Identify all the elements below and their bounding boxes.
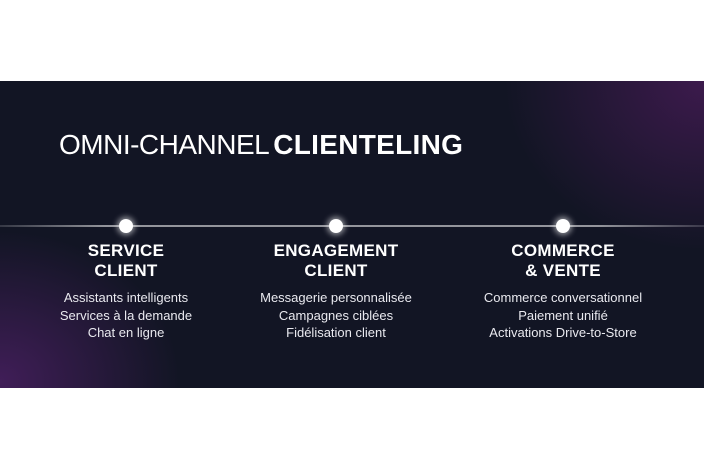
column-service-client: SERVICE CLIENT Assistants intelligents S… <box>16 241 236 342</box>
title-bold: CLIENTELING <box>273 129 464 160</box>
column-heading-line2: CLIENT <box>304 261 368 280</box>
column-engagement-client: ENGAGEMENT CLIENT Messagerie personnalis… <box>226 241 446 342</box>
list-item: Assistants intelligents <box>63 290 189 305</box>
column-heading-line1: ENGAGEMENT <box>273 241 399 260</box>
list-item: Campagnes ciblées <box>278 307 394 323</box>
column-item-list: Assistants intelligents Services à la de… <box>16 289 236 342</box>
list-item: Fidélisation client <box>286 325 386 340</box>
column-item-list: Messagerie personnalisée Campagnes ciblé… <box>226 289 446 342</box>
column-heading-line2: & VENTE <box>525 261 601 280</box>
list-item: Paiement unifié <box>518 307 608 323</box>
list-item: Services à la demande <box>59 307 193 323</box>
title-light: OMNI-CHANNEL <box>59 129 270 160</box>
list-item: Chat en ligne <box>87 325 165 340</box>
column-item-list: Commerce conversationnel Paiement unifié… <box>453 289 673 342</box>
timeline-dot-engagement <box>329 219 343 233</box>
column-heading: ENGAGEMENT CLIENT <box>226 241 446 281</box>
timeline-dot-commerce <box>556 219 570 233</box>
list-item: Activations Drive-to-Store <box>489 325 637 340</box>
column-heading: COMMERCE & VENTE <box>453 241 673 281</box>
column-heading-line1: COMMERCE <box>511 241 615 260</box>
timeline-line <box>0 225 704 227</box>
list-item: Messagerie personnalisée <box>260 290 412 305</box>
column-commerce-vente: COMMERCE & VENTE Commerce conversationne… <box>453 241 673 342</box>
column-heading-line1: SERVICE <box>87 241 165 260</box>
list-item: Commerce conversationnel <box>483 290 643 305</box>
column-heading: SERVICE CLIENT <box>16 241 236 281</box>
timeline-dot-service <box>119 219 133 233</box>
column-heading-line2: CLIENT <box>94 261 158 280</box>
